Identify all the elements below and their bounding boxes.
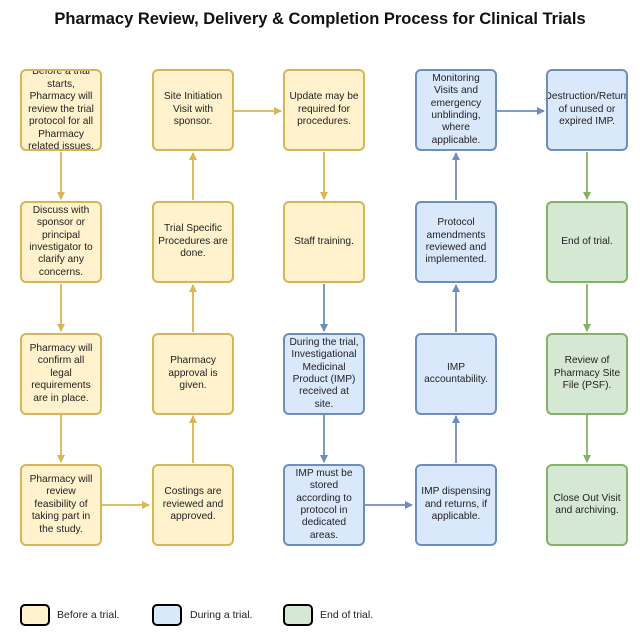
legend-swatch-before bbox=[20, 604, 50, 626]
step-destruction-return: Destruction/Return of unused or expired … bbox=[546, 69, 628, 151]
diagram-title: Pharmacy Review, Delivery & Completion P… bbox=[54, 10, 586, 28]
step-close-out-visit: Close Out Visit and archiving. bbox=[546, 464, 628, 546]
step-trial-specific-procedures: Trial Specific Procedures are done. bbox=[152, 201, 234, 283]
step-update-procedures: Update may be required for procedures. bbox=[283, 69, 365, 151]
legend-label-end: End of trial. bbox=[320, 609, 374, 621]
legend-label-before: Before a trial. bbox=[57, 609, 120, 621]
legend-swatch-end bbox=[283, 604, 313, 626]
step-review-feasibility: Pharmacy will review feasibility of taki… bbox=[20, 464, 102, 546]
step-imp-dispensing: IMP dispensing and returns, if applicabl… bbox=[415, 464, 497, 546]
step-monitoring-visits: Monitoring Visits and emergency unblindi… bbox=[415, 69, 497, 151]
step-imp-stored: IMP must be stored according to protocol… bbox=[283, 464, 365, 546]
step-end-of-trial: End of trial. bbox=[546, 201, 628, 283]
legend-label-during: During a trial. bbox=[190, 609, 253, 621]
step-costings-reviewed: Costings are reviewed and approved. bbox=[152, 464, 234, 546]
step-imp-accountability: IMP accountability. bbox=[415, 333, 497, 415]
step-review-psf: Review of Pharmacy Site File (PSF). bbox=[546, 333, 628, 415]
step-legal-requirements: Pharmacy will confirm all legal requirem… bbox=[20, 333, 102, 415]
step-pharmacy-approval: Pharmacy approval is given. bbox=[152, 333, 234, 415]
step-discuss-sponsor: Discuss with sponsor or principal invest… bbox=[20, 201, 102, 283]
step-site-initiation-visit: Site Initiation Visit with sponsor. bbox=[152, 69, 234, 151]
step-before-trial-review: Before a trial starts, Pharmacy will rev… bbox=[20, 69, 102, 151]
legend-swatch-during bbox=[152, 604, 182, 626]
step-protocol-amendments: Protocol amendments reviewed and impleme… bbox=[415, 201, 497, 283]
step-imp-received: During the trial, Investigational Medici… bbox=[283, 333, 365, 415]
step-staff-training: Staff training. bbox=[283, 201, 365, 283]
